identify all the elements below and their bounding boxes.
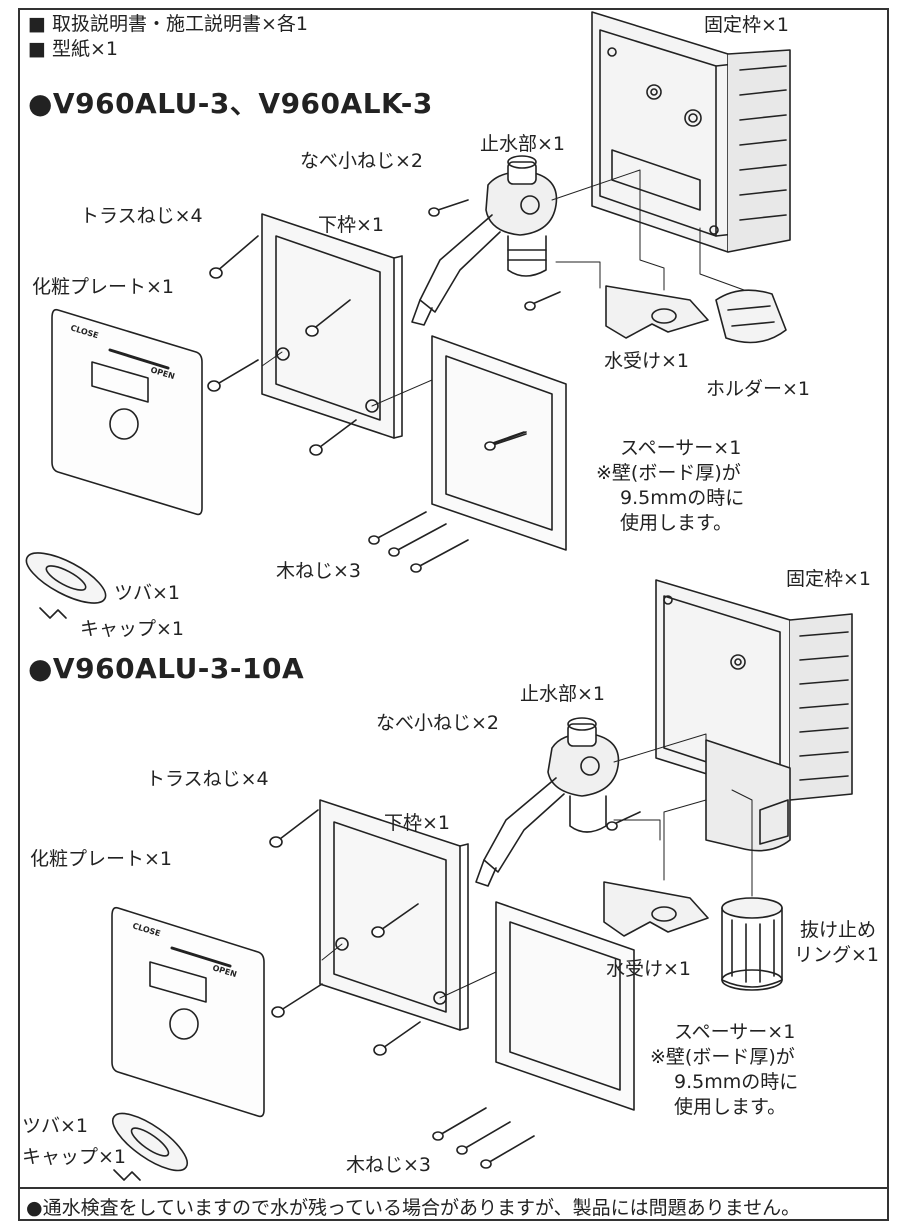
wood-screws-1 [368, 511, 469, 573]
label-fixed-frame-1: 固定枠×1 [704, 14, 790, 36]
spacer-2 [495, 901, 635, 1111]
label-spacer-2: スペーサー×1 [674, 1021, 796, 1043]
spacer-note-2-line1: ※壁(ボード厚)が [650, 1046, 795, 1068]
pan-screws-2 [489, 431, 527, 445]
truss-screws-1 [207, 235, 357, 456]
flange-2 [112, 1112, 188, 1172]
truss-screws-2 [269, 809, 421, 1056]
label-fixed-frame-2: 固定枠×1 [786, 568, 872, 590]
label-pan-screw-1: なべ小ねじ×2 [300, 150, 424, 172]
spacer-note-1-line1: ※壁(ボード厚)が [596, 462, 741, 484]
label-wood-screw-1: 木ねじ×3 [276, 560, 362, 582]
label-flange-1: ツバ×1 [114, 582, 181, 604]
lower-frame-1 [261, 213, 403, 439]
spacer-note-1-line3: 使用します。 [620, 512, 733, 534]
cap-1 [39, 607, 67, 619]
label-cap-1: キャップ×1 [80, 618, 185, 640]
label-wood-screw-2: 木ねじ×3 [346, 1154, 432, 1176]
label-stop-valve-1: 止水部×1 [480, 133, 566, 155]
fixed-frame-2 [655, 579, 853, 852]
label-truss-screw-2: トラスねじ×4 [146, 768, 269, 790]
retaining-ring-2 [721, 897, 783, 991]
spacer-note-2: スペーサー×1 ※壁(ボード厚)が 9.5mmの時に 使用します。 [650, 1020, 798, 1120]
stop-valve-1 [411, 155, 558, 326]
label-retaining-ring-line1: 抜け止め [800, 919, 877, 941]
footer-note: ●通水検査をしていますので水が残っている場合がありますが、製品には問題ありません… [18, 1187, 889, 1221]
label-water-tray-1: 水受け×1 [604, 350, 690, 372]
diagram-frame [18, 8, 889, 1221]
label-retaining-ring-line2: リング×1 [794, 944, 880, 966]
label-holder-1: ホルダー×1 [706, 378, 811, 400]
label-cap-2: キャップ×1 [22, 1146, 127, 1168]
spacer-note-1-line2: 9.5mmの時に [620, 487, 745, 509]
header-line-2: ■ 型紙×1 [28, 38, 118, 60]
assembly-lines-1 [261, 169, 745, 407]
pan-screws-1 [428, 199, 561, 311]
lower-frame-2 [319, 799, 469, 1031]
label-lower-frame-2: 下枠×1 [384, 812, 451, 834]
cosmetic-plate-1 [51, 308, 203, 516]
cap-2 [113, 1169, 141, 1181]
header-line-1: ■ 取扱説明書・施工説明書×各1 [28, 13, 309, 35]
label-stop-valve-2: 止水部×1 [520, 683, 606, 705]
spacer-note-2-line3: 使用します。 [674, 1096, 787, 1118]
fixed-frame-1 [591, 11, 791, 253]
stop-valve-2 [475, 717, 620, 887]
holder-1 [715, 289, 787, 344]
label-flange-2: ツバ×1 [22, 1115, 89, 1137]
retaining-ring-label: 抜け止め リング×1 [794, 918, 879, 968]
cosmetic-plate-2 [111, 906, 265, 1118]
label-pan-screw-2: なべ小ねじ×2 [376, 712, 500, 734]
spacer-note-1: スペーサー×1 ※壁(ボード厚)が 9.5mmの時に 使用します。 [596, 436, 744, 536]
section-1-title: ●V960ALU-3、V960ALK-3 [28, 87, 433, 120]
label-truss-screw-1: トラスねじ×4 [80, 205, 203, 227]
label-water-tray-2: 水受け×1 [606, 958, 692, 980]
section-2-title: ●V960ALU-3-10A [28, 652, 305, 685]
assembly-lines-2 [321, 733, 753, 999]
spacer-note-2-line2: 9.5mmの時に [674, 1071, 799, 1093]
water-tray-1 [605, 285, 709, 339]
label-spacer-1: スペーサー×1 [620, 437, 742, 459]
wood-screws-2 [432, 1107, 535, 1169]
label-lower-frame-1: 下枠×1 [318, 214, 385, 236]
label-cosmetic-plate-1: 化粧プレート×1 [32, 276, 175, 298]
label-cosmetic-plate-2: 化粧プレート×1 [30, 848, 173, 870]
water-tray-2 [603, 881, 709, 937]
pan-screws-2b [484, 433, 641, 831]
flange-1 [25, 552, 107, 604]
